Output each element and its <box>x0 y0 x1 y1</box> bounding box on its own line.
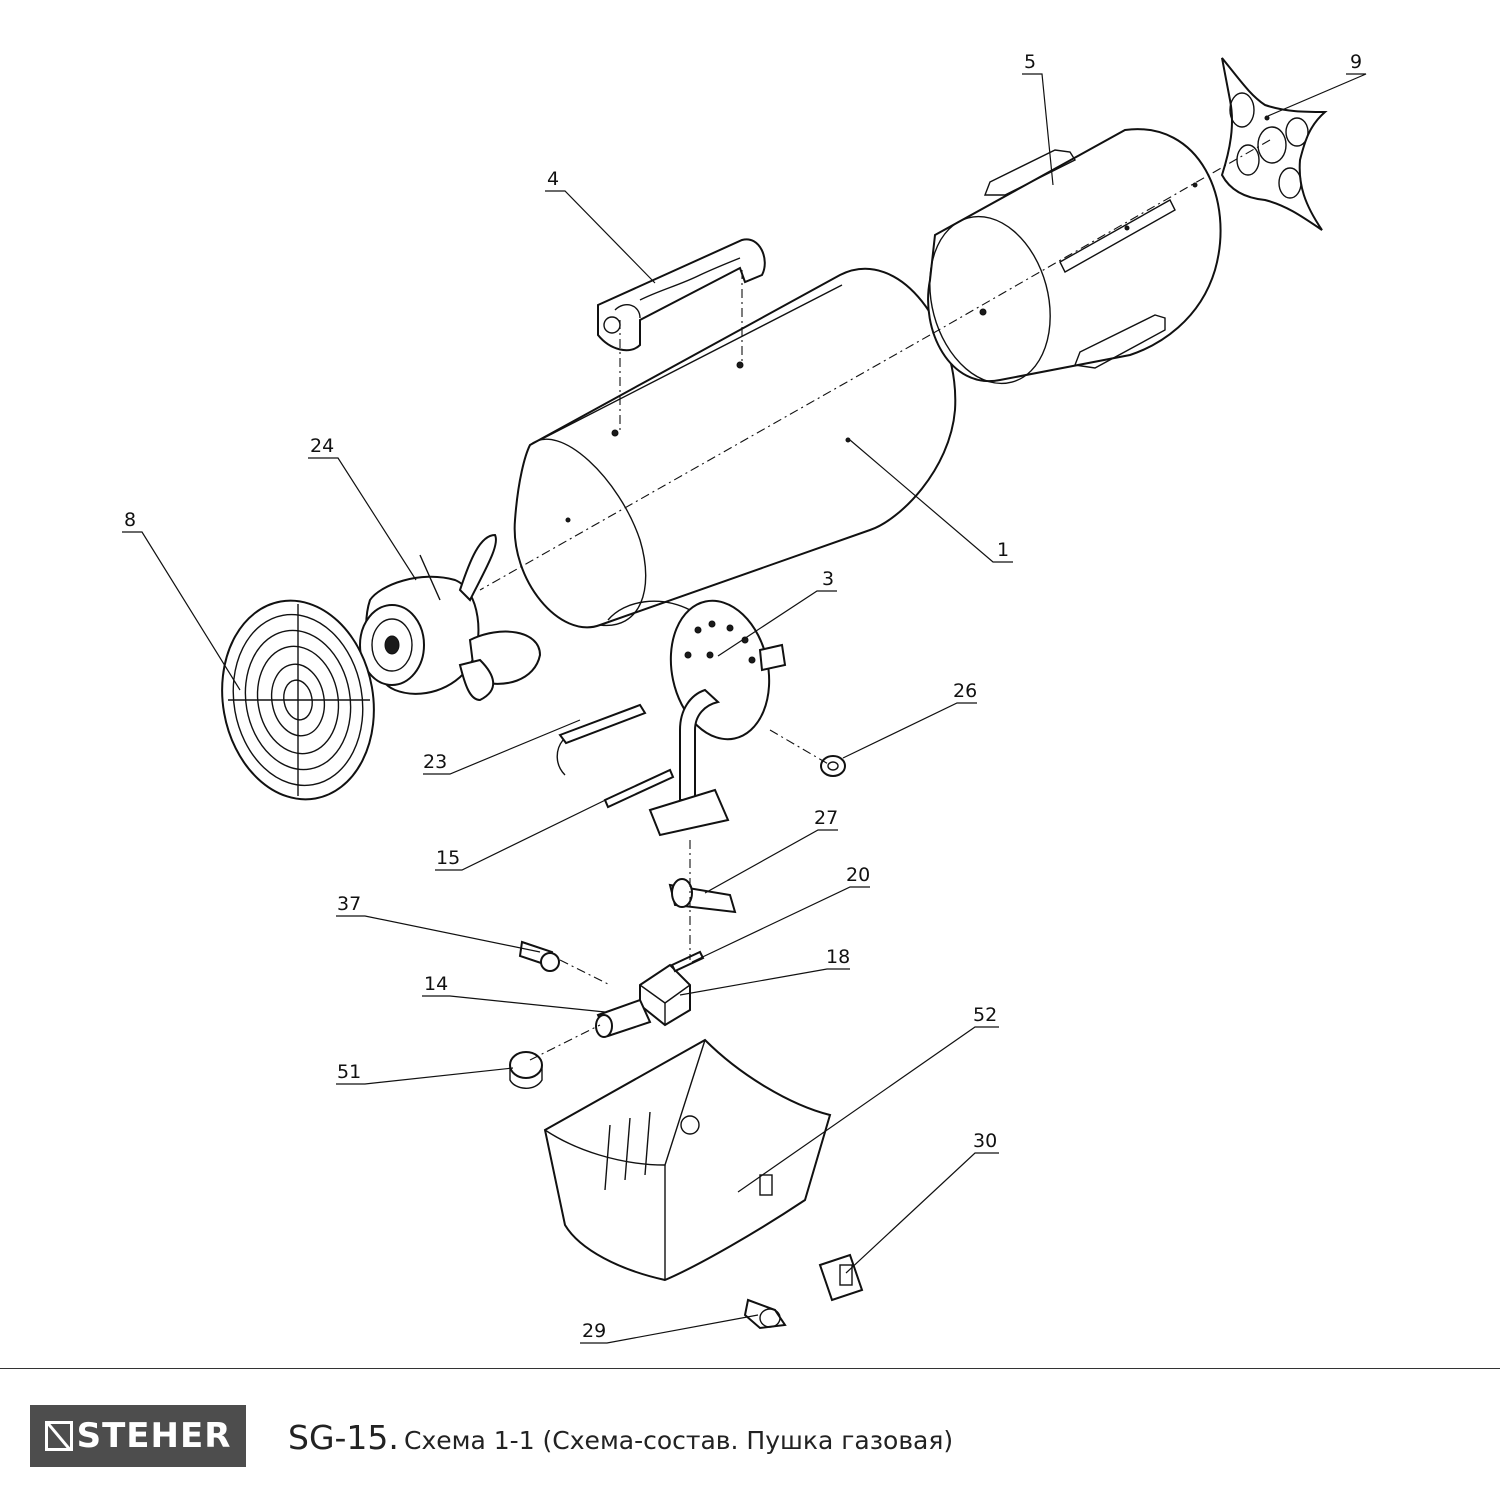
diagram-caption: SG-15. Схема 1-1 (Схема-состав. Пушка га… <box>288 1418 953 1457</box>
diagram-title: Схема 1-1 (Схема-состав. Пушка газовая) <box>404 1426 954 1455</box>
callout-37: 37 <box>337 893 361 915</box>
part-37-connector <box>518 940 560 972</box>
callout-3: 3 <box>822 568 834 590</box>
callout-26: 26 <box>953 680 977 702</box>
part-8-fan-guard <box>221 599 375 801</box>
callout-52: 52 <box>973 1004 997 1026</box>
callout-5: 5 <box>1024 51 1036 73</box>
part-1-body-cylinder <box>513 267 957 629</box>
part-27-nozzle <box>668 878 737 914</box>
part-5-rear-shroud <box>927 128 1222 385</box>
callout-8: 8 <box>124 509 136 531</box>
part-24-fan-motor <box>359 533 542 702</box>
logo-mark-icon <box>44 1421 73 1451</box>
part-30-switch <box>818 1253 864 1302</box>
callout-15: 15 <box>436 847 460 869</box>
footer-divider <box>0 1368 1500 1369</box>
part-9-star-plate <box>1220 57 1328 231</box>
assembly-axis-lines <box>479 139 1271 1061</box>
model-name: SG-15. <box>288 1418 399 1457</box>
part-26-clip <box>820 755 846 777</box>
part-20-pin <box>670 950 705 973</box>
part-14-valve-fitting <box>595 998 652 1038</box>
part-3-burner-assembly <box>648 599 787 837</box>
callout-18: 18 <box>826 946 850 968</box>
logo-text: STEHER <box>76 1416 232 1456</box>
part-51-cap <box>509 1051 543 1089</box>
part-52-base-tray <box>543 1038 832 1282</box>
callout-51: 51 <box>337 1061 361 1083</box>
callout-29: 29 <box>582 1320 606 1342</box>
callout-labels: 5 9 4 1 24 8 3 26 23 15 27 20 37 18 14 5… <box>124 51 1362 1342</box>
steher-logo: STEHER <box>30 1405 246 1467</box>
callout-1: 1 <box>997 539 1009 561</box>
callout-4: 4 <box>547 168 559 190</box>
callout-24: 24 <box>310 435 334 457</box>
part-29-fitting <box>743 1298 787 1330</box>
callout-30: 30 <box>973 1130 997 1152</box>
callout-23: 23 <box>423 751 447 773</box>
callout-9: 9 <box>1350 51 1362 73</box>
callout-14: 14 <box>424 973 448 995</box>
callout-20: 20 <box>846 864 870 886</box>
callout-leaders <box>122 73 1367 1344</box>
callout-27: 27 <box>814 807 838 829</box>
part-15-thermocouple <box>603 768 675 809</box>
part-23-electrode <box>556 703 647 776</box>
